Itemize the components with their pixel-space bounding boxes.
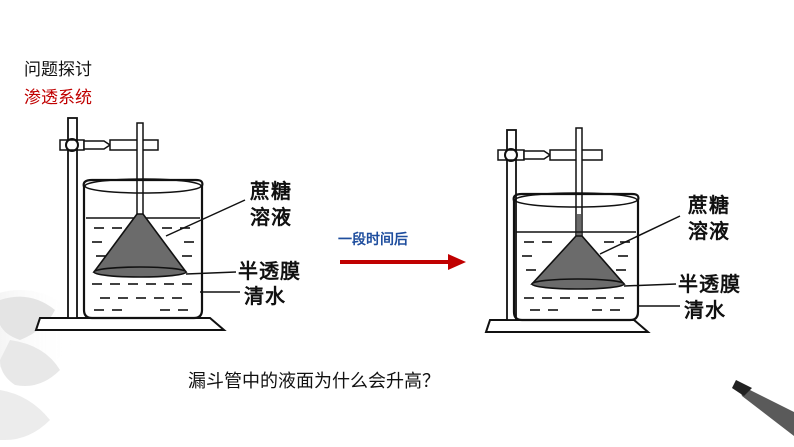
left-water-label: 清水 xyxy=(244,284,286,308)
left-sucrose-label-line1: 蔗糖 xyxy=(250,179,292,203)
time-arrow xyxy=(340,254,466,270)
question-text: 漏斗管中的液面为什么会升高？ xyxy=(188,371,440,392)
right-membrane-label: 半透膜 xyxy=(678,272,741,296)
right-water-label: 清水 xyxy=(684,298,726,322)
arrow-label: 一段时间后 xyxy=(338,232,408,248)
brush-icon xyxy=(732,380,794,436)
subheading: 渗透系统 xyxy=(24,88,92,108)
decorative-flower xyxy=(0,290,75,440)
right-sucrose-label-line1: 蔗糖 xyxy=(688,193,730,217)
heading: 问题探讨 xyxy=(24,60,92,80)
left-apparatus xyxy=(34,117,246,331)
right-apparatus xyxy=(484,127,681,333)
right-sucrose-label-line2: 溶液 xyxy=(688,219,730,243)
left-membrane-label: 半透膜 xyxy=(238,259,301,283)
left-sucrose-label-line2: 溶液 xyxy=(250,205,292,229)
